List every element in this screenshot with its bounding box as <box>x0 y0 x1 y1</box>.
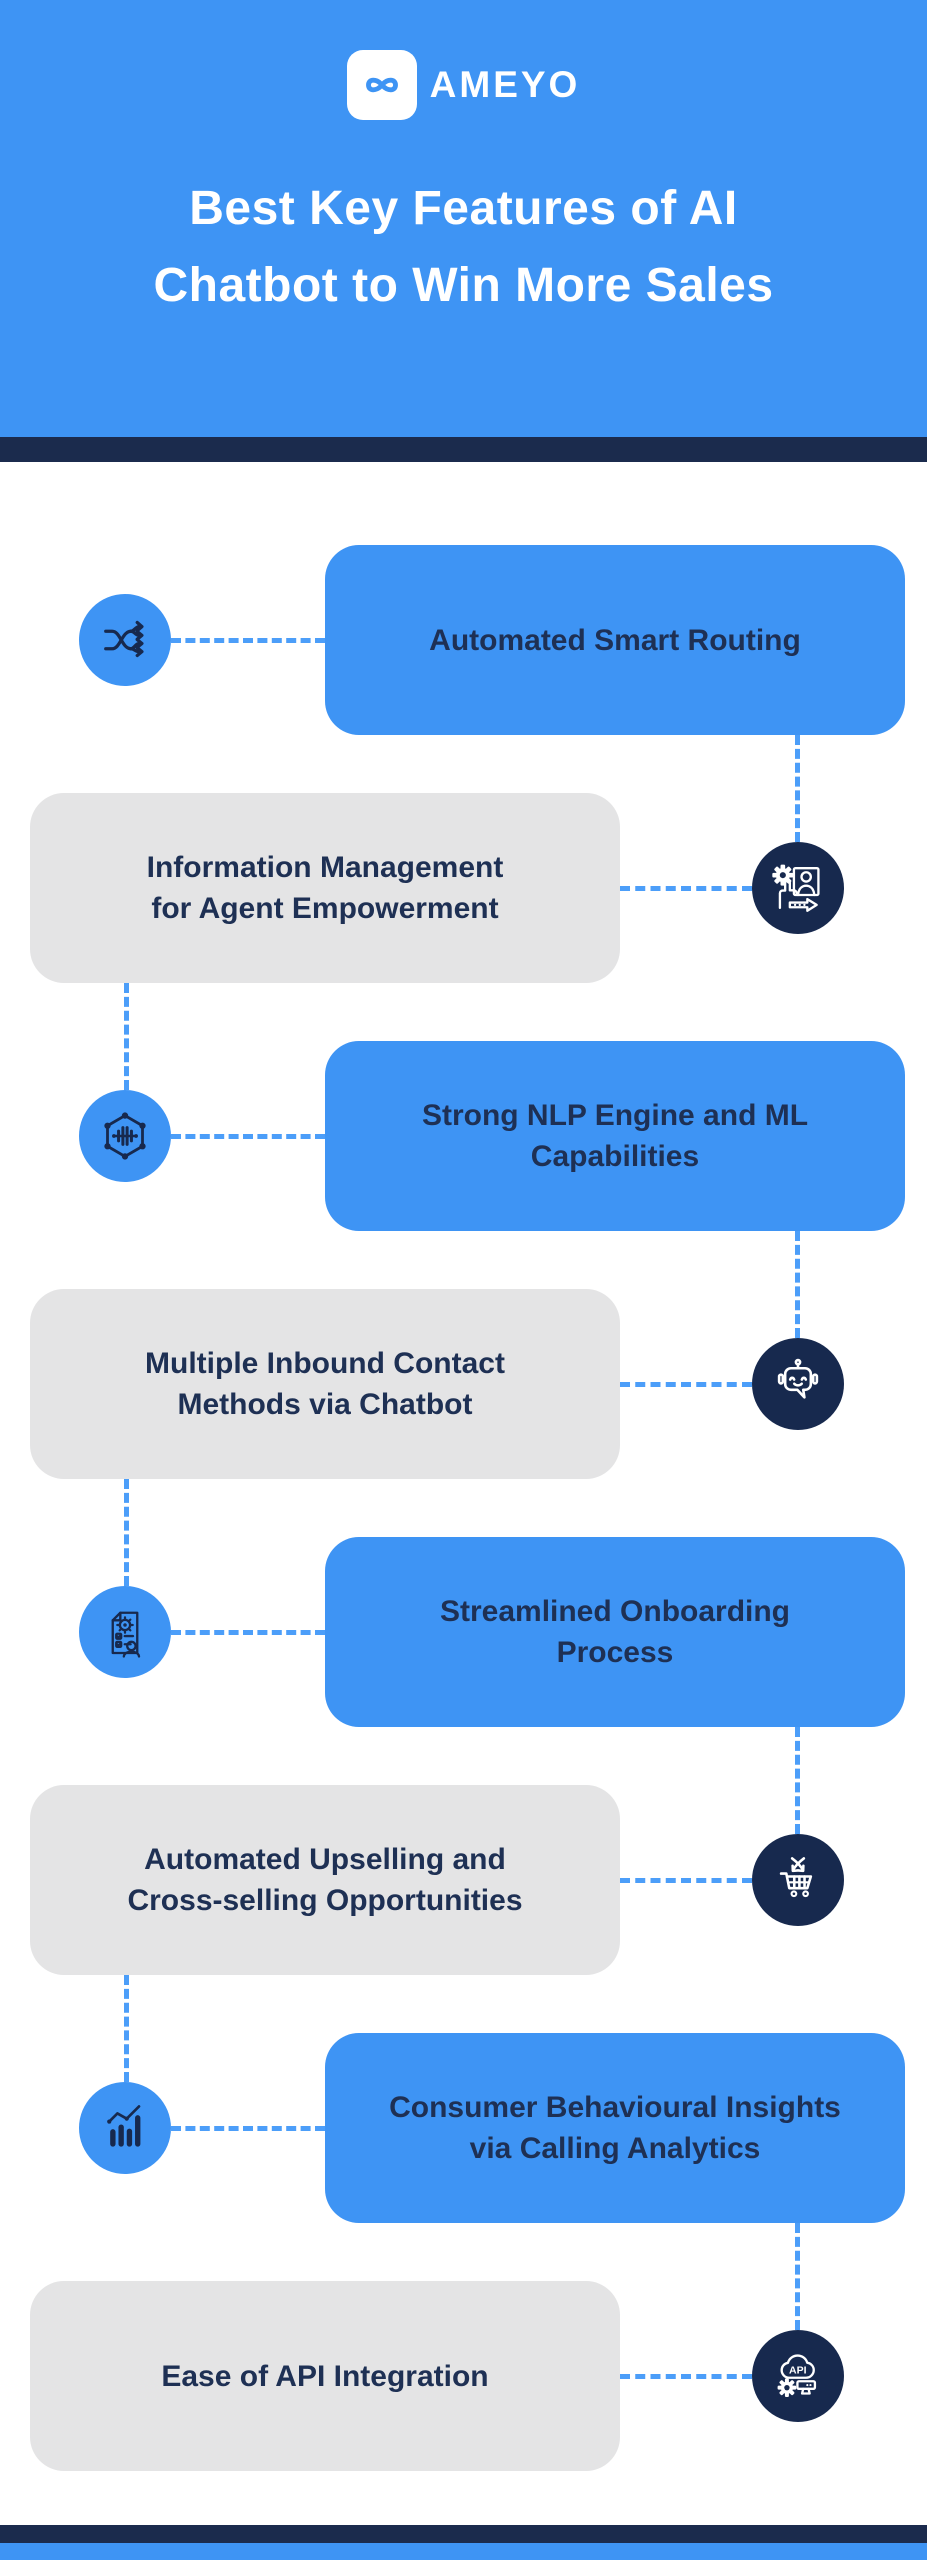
svg-text:API: API <box>789 2365 807 2377</box>
connector-dash <box>620 1382 752 1387</box>
smart-routing-icon <box>97 612 153 668</box>
connector-dash <box>124 1975 129 2082</box>
feature-card: Automated Smart Routing <box>325 545 905 735</box>
feature-label: Strong NLP Engine and ML <box>421 1099 809 1132</box>
agent-empowerment-icon <box>770 860 826 916</box>
connector-dash <box>620 1878 752 1883</box>
feature-label: Ease of API Integration <box>161 2359 489 2393</box>
chatbot-icon <box>770 1356 826 1412</box>
footer-blue-bar <box>0 2543 927 2560</box>
feature-icon-circle <box>79 1090 171 1182</box>
connector-dash <box>795 735 800 842</box>
connector-dash <box>124 1479 129 1586</box>
feature-card: Ease of API Integration <box>30 2281 620 2471</box>
feature-label: Consumer Behavioural Insights <box>389 2091 841 2124</box>
header: AMEYO Best Key Features of AI Chatbot to… <box>0 0 927 437</box>
feature-icon-circle <box>79 2082 171 2174</box>
feature-label: Multiple Inbound Contact <box>145 1347 505 1380</box>
connector-dash <box>795 1231 800 1338</box>
brand-name: AMEYO <box>429 64 581 105</box>
brand: AMEYO <box>0 50 927 120</box>
feature-label: Streamlined Onboarding <box>439 1595 791 1628</box>
title-line-1: Best Key Features of AI <box>189 182 738 235</box>
connector-dash <box>171 1630 325 1635</box>
connector-dash <box>171 638 325 643</box>
feature-label: Information Management <box>146 851 504 884</box>
feature-icon-circle <box>79 594 171 686</box>
feature-icon-circle <box>752 1834 844 1926</box>
connector-dash <box>620 886 752 891</box>
feature-icon-circle <box>752 842 844 934</box>
calling-analytics-icon <box>97 2100 153 2156</box>
connector-dash <box>620 2374 752 2379</box>
connector-dash <box>795 1727 800 1834</box>
feature-icon-circle: API <box>752 2330 844 2422</box>
connector-dash <box>171 1134 325 1139</box>
header-divider <box>0 437 927 462</box>
title-line-2: Chatbot to Win More Sales <box>153 259 774 312</box>
footer-navy-bar <box>0 2525 927 2543</box>
brand-logo <box>346 50 417 120</box>
nlp-engine-icon <box>97 1108 153 1164</box>
feature-label: Automated Smart Routing <box>429 623 801 657</box>
infinity-icon <box>358 61 406 109</box>
feature-icon-circle <box>752 1338 844 1430</box>
connector-dash <box>171 2126 325 2131</box>
connector-dash <box>124 983 129 1090</box>
feature-label: Automated Upselling and <box>144 1843 506 1876</box>
onboarding-icon <box>97 1604 153 1660</box>
page-title: Best Key Features of AI Chatbot to Win M… <box>0 170 927 324</box>
api-integration-icon: API <box>770 2348 826 2404</box>
feature-icon-circle <box>79 1586 171 1678</box>
upsell-cart-icon <box>770 1852 826 1908</box>
connector-dash <box>795 2223 800 2330</box>
